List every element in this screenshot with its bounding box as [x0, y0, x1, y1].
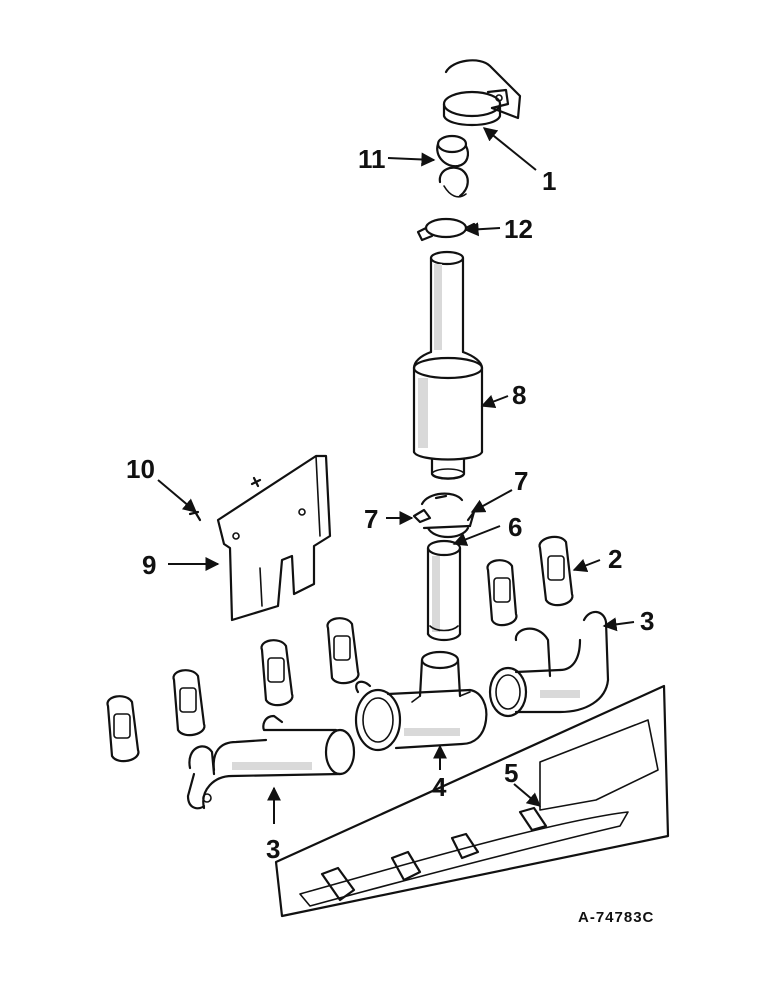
part-8-muffler [412, 250, 484, 480]
callout-9: 9 [142, 550, 156, 580]
part-3-manifold-elbow-left [186, 714, 356, 810]
callout-4: 4 [432, 772, 447, 802]
leader-lines [157, 127, 635, 824]
callout-3-left: 3 [266, 834, 280, 864]
callout-8: 8 [512, 380, 526, 410]
callout-7-right: 7 [514, 466, 528, 496]
callout-labels: 1 11 12 8 10 7 7 6 2 9 3 4 5 3 [126, 144, 654, 864]
callout-10: 10 [126, 454, 155, 484]
part-11-clamp [436, 134, 469, 198]
part-3-manifold-elbow-right [488, 610, 610, 718]
callout-1: 1 [542, 166, 556, 196]
callout-3-right: 3 [640, 606, 654, 636]
callout-6: 6 [508, 512, 522, 542]
part-2-gaskets [106, 535, 574, 763]
callout-7-left: 7 [364, 504, 378, 534]
part-6-exhaust-pipe [426, 539, 462, 642]
callout-12: 12 [504, 214, 533, 244]
part-7-clamp [412, 492, 476, 539]
callout-11: 11 [358, 144, 386, 174]
part-4-manifold-center [354, 650, 488, 752]
part-1-clamp-bracket [442, 59, 522, 126]
part-5-manifold-shield [274, 684, 670, 918]
part-12-clamp-ring [416, 217, 476, 242]
callout-5: 5 [504, 758, 518, 788]
callout-2: 2 [608, 544, 622, 574]
part-9-heat-shield [216, 454, 332, 622]
drawing-number: A-74783C [578, 909, 654, 926]
